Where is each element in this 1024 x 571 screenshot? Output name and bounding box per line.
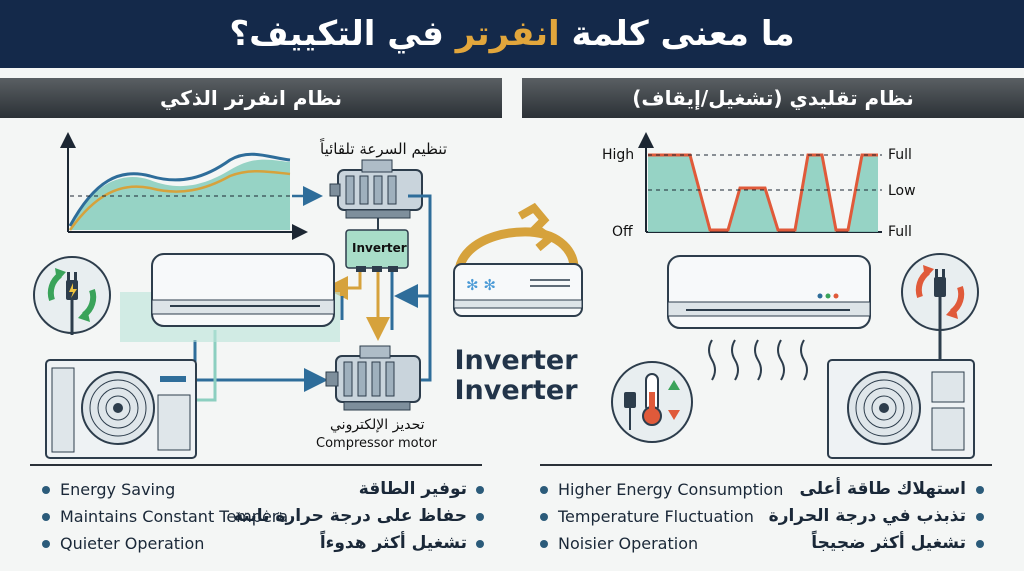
center-inverter-line-2: Inverter [454,375,578,406]
center-inverter-wordmark: Inverter Inverter [446,346,586,406]
conventional-feature-ar-2: تذبذب في درجة الحرارة [768,506,966,526]
bullet [976,513,984,521]
title-part-2: في التكييف؟ [229,14,456,54]
conventional-outdoor-unit [827,359,975,459]
title-part-1: ما معنى كلمة [559,14,795,54]
inverter-feature-en-1: Energy Saving [60,480,176,499]
right-divider [540,464,992,466]
compressor-arabic-label: تحديز الإلكتروني [330,417,425,433]
inverter-speed-chart [60,132,323,240]
page-title: ما معنى كلمة انفرتر في التكييف؟ [0,0,1024,68]
conventional-feature-en-1: Higher Energy Consumption [558,480,784,499]
title-bar: ما معنى كلمة انفرتر في التكييف؟ [0,0,1024,68]
inverter-box-label: Inverter [352,241,407,255]
speed-regulation-label: تنظيم السرعة تلقائياً [320,140,448,158]
conventional-feature-en-2: Temperature Fluctuation [558,507,754,526]
inverter-outdoor-unit [45,359,197,459]
inverter-section-header: نظام انفرتر الذكي [0,78,502,118]
bullet [42,513,50,521]
chart-label-low: Low [888,183,916,199]
inverter-feature-ar-1: توفير الطاقة [358,479,467,499]
conventional-feature-ar-3: تشغيل أكثر ضجيجاً [811,533,966,553]
bullet [476,486,484,494]
bullet [476,513,484,521]
inverter-module [345,218,409,272]
title-highlight: انفرتر [455,14,560,54]
fan-motor [329,159,423,219]
bullet [976,486,984,494]
inverter-feature-ar-3: تشغيل أكثر هدوءاً [319,533,467,553]
inverter-feature-en-3: Quieter Operation [60,534,205,553]
temperature-fluctuation-icon [611,361,693,443]
left-divider [30,464,482,466]
bullet [540,513,548,521]
conventional-feature-en-3: Noisier Operation [558,534,699,553]
inverter-feature-en-2: Maintains Constant Tempera [60,507,289,526]
conventional-feature-ar-1: استهلاك طاقة أعلى [799,479,966,499]
comparison-illustration: ✻ ✻ [33,132,979,459]
compressor-motor [325,345,421,411]
conventional-section-header: نظام تقليدي (تشغيل/إيقاف) [522,78,1024,118]
bullet [42,540,50,548]
chart-label-high: High [602,147,635,163]
conventional-speed-chart [638,132,882,233]
inverter-section-title: نظام انفرتر الذكي [159,86,343,110]
chart-label-full-bottom: Full [888,224,912,240]
compressor-english-label: Compressor motor [316,436,437,451]
inverter-indoor-unit [120,253,340,342]
bullet [540,540,548,548]
center-logo: ✻ ✻ [453,202,583,317]
conventional-section-title: نظام تقليدي (تشغيل/إيقاف) [632,86,914,110]
bullet [540,486,548,494]
inverter-feature-ar-2: حفاظ على درجة حرارة ثابتة [233,506,467,526]
conventional-power-icon [901,253,979,360]
bullet [42,486,50,494]
inverter-power-icon [33,256,111,335]
chart-label-off: Off [612,224,633,240]
bullet [976,540,984,548]
bullet [476,540,484,548]
svg-text:✻ ✻: ✻ ✻ [466,276,496,294]
conventional-indoor-unit [667,255,871,381]
center-inverter-line-1: Inverter [454,345,578,376]
chart-label-full-top: Full [888,147,912,163]
